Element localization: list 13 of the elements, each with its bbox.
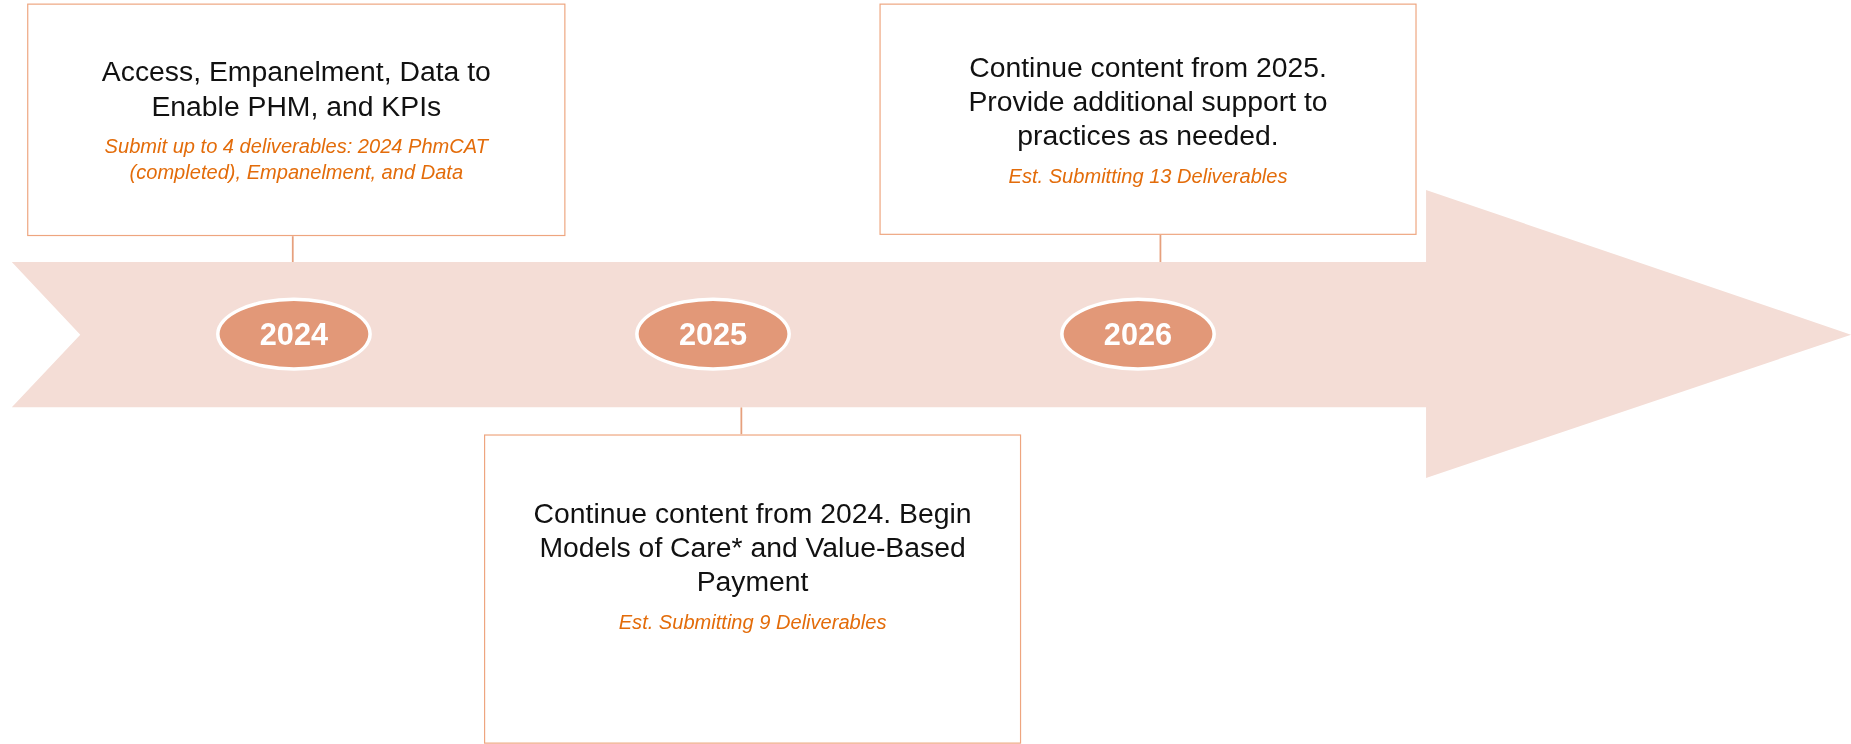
connector-line: [291, 235, 294, 263]
milestone-card: [879, 3, 1417, 235]
milestone-card: [27, 3, 566, 237]
timeline-band: [11, 262, 1428, 408]
milestone-heading: Access, Empanelment, Data to Enable PHM, and KPIs: [100, 53, 492, 123]
deliverables-note: Est. Submitting 13 Deliverables: [1008, 163, 1288, 190]
milestone-card: [484, 434, 1022, 744]
deliverables-note: Est. Submitting 9 Deliverables: [618, 609, 887, 636]
connector-line: [740, 406, 743, 436]
milestone-heading: Continue content from 2025. Provide additional support to practices as needed.: [967, 49, 1329, 152]
milestone-heading: Continue content from 2024. Begin Models of Care* and Value-Based Payment: [532, 495, 973, 598]
deliverables-note: Submit up to 4 deliverables: 2024 PhmCAT (completed), Empanelment, and Data: [103, 134, 490, 186]
connector-line: [1159, 234, 1162, 263]
